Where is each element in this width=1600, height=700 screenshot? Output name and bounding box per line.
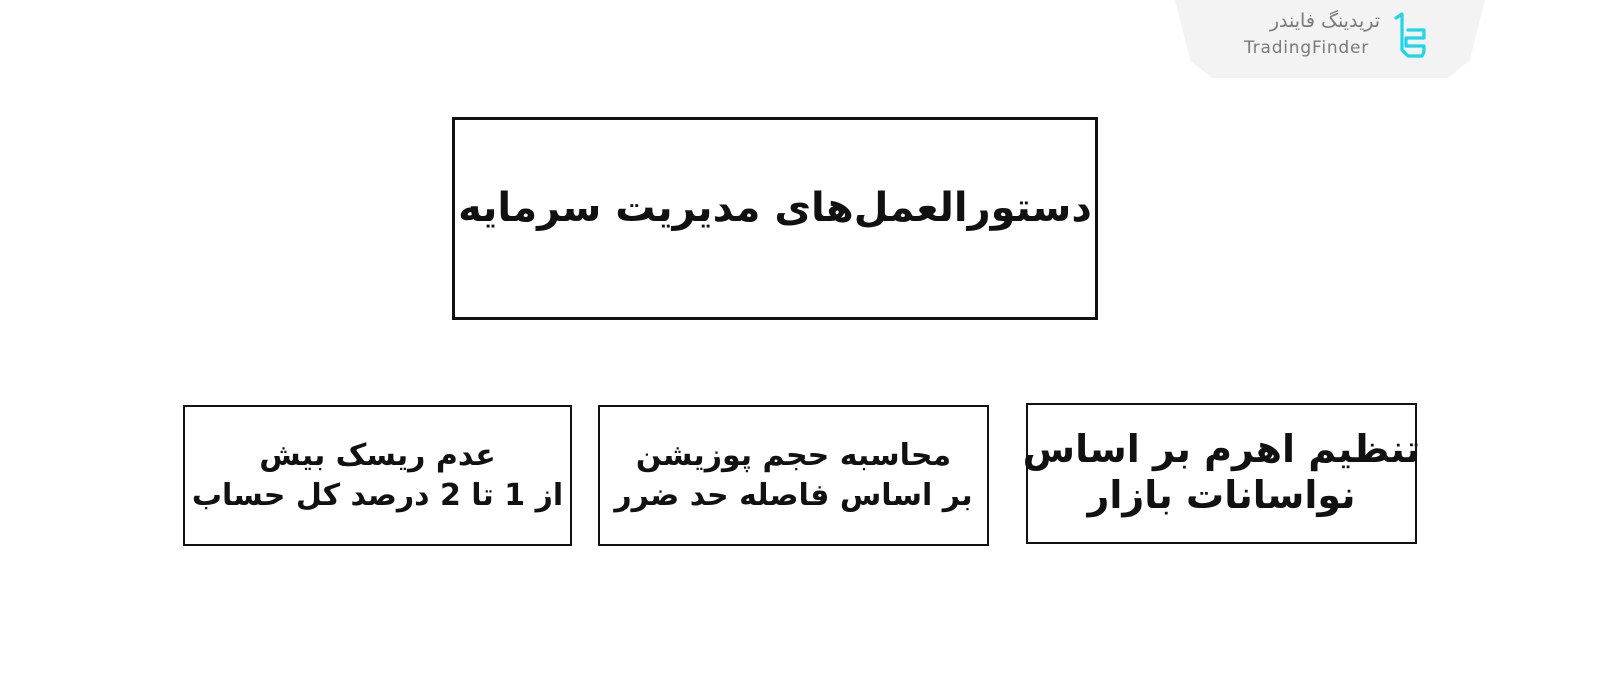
diagram-title: دستورالعمل‌های مدیریت سرمایه	[458, 184, 1092, 231]
title-box: دستورالعمل‌های مدیریت سرمایه	[452, 117, 1098, 320]
guideline-box-position-size-line1: محاسبه حجم پوزیشن	[635, 437, 952, 473]
guideline-box-position-size: محاسبه حجم پوزیشن بر اساس فاصله حد ضرر	[598, 405, 989, 546]
guideline-box-risk-limit: عدم ریسک بیش از 1 تا 2 درصد کل حساب	[183, 405, 572, 546]
brand-name-fa: تریدینگ فایندر	[1269, 10, 1380, 32]
guideline-box-risk-limit-line2: از 1 تا 2 درصد کل حساب	[191, 477, 564, 513]
guideline-box-risk-limit-line1: عدم ریسک بیش	[259, 437, 496, 473]
guideline-box-leverage: تنظیم اهرم بر اساس نواسانات بازار	[1023, 403, 1420, 544]
brand-tab	[1175, 0, 1485, 78]
guideline-box-leverage-line2: نواسانات بازار	[1087, 472, 1356, 517]
tradingfinder-logo-icon	[1394, 12, 1426, 58]
guideline-box-position-size-line2: بر اساس فاصله حد ضرر	[614, 477, 973, 513]
guideline-box-leverage-line1: تنظیم اهرم بر اساس	[1022, 426, 1421, 471]
brand-name-en: TradingFinder	[1244, 38, 1370, 58]
